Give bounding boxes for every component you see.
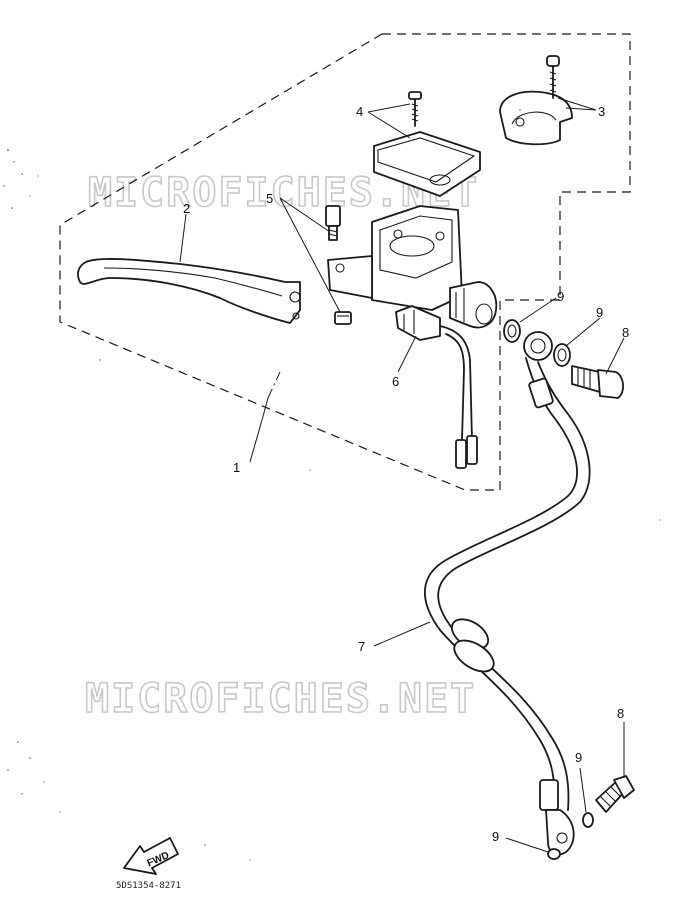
callout-2: 2 [183, 201, 190, 216]
leader-2 [179, 213, 187, 263]
washer-upper-2 [553, 343, 571, 367]
callout-9-lower-2: 9 [492, 829, 499, 844]
brake-hose [424, 331, 591, 856]
callout-6: 6 [392, 374, 399, 389]
leader-5a [279, 197, 331, 233]
master-cylinder [327, 205, 498, 329]
union-bolt-upper [571, 365, 624, 399]
washer-lower-1 [582, 812, 594, 828]
callout-9-lower-1: 9 [575, 750, 582, 765]
leader-6 [397, 335, 417, 373]
leader-9b [565, 317, 601, 347]
washer-upper-1 [503, 319, 521, 343]
callout-3: 3 [598, 104, 605, 119]
leader-9c [579, 767, 587, 813]
handlebar-clamp [499, 90, 573, 146]
leader-8a [605, 337, 625, 375]
pivot-nut [334, 311, 352, 325]
callout-5: 5 [266, 191, 273, 206]
leader-9d [505, 837, 549, 853]
leader-4a [367, 103, 411, 113]
callout-9-upper-1: 9 [557, 289, 564, 304]
reservoir-cover [373, 131, 481, 197]
washer-upper-1-hole [507, 324, 517, 338]
leader-7 [373, 621, 431, 647]
brake-switch [395, 305, 478, 469]
leader-4b [367, 111, 411, 139]
pivot-bolt [325, 205, 341, 241]
callout-9-upper-2: 9 [596, 305, 603, 320]
assembly-boundary [59, 33, 631, 491]
callout-8-lower: 8 [617, 706, 624, 721]
cover-screw [408, 91, 422, 127]
watermark-bottom: MICROFICHES.NET [85, 676, 476, 722]
callout-1: 1 [233, 460, 240, 475]
union-bolt-lower [595, 775, 635, 813]
leader-1-tail [267, 371, 281, 399]
washer-lower-2 [547, 848, 561, 860]
brake-lever [77, 258, 301, 324]
leader-3b [565, 107, 597, 111]
leader-1 [249, 397, 269, 463]
washer-upper-2-hole [557, 348, 567, 362]
leader-5b [279, 197, 341, 313]
clamp-bolt [546, 55, 560, 99]
leader-3a [557, 97, 597, 111]
diagram-code: 5DS1354-8271 [116, 881, 181, 891]
scan-noise [3, 109, 661, 861]
callout-8-upper: 8 [622, 325, 629, 340]
leader-9a [519, 297, 557, 323]
fwd-arrow: FWD [123, 837, 179, 875]
callout-4: 4 [356, 104, 363, 119]
callout-7: 7 [358, 639, 365, 654]
